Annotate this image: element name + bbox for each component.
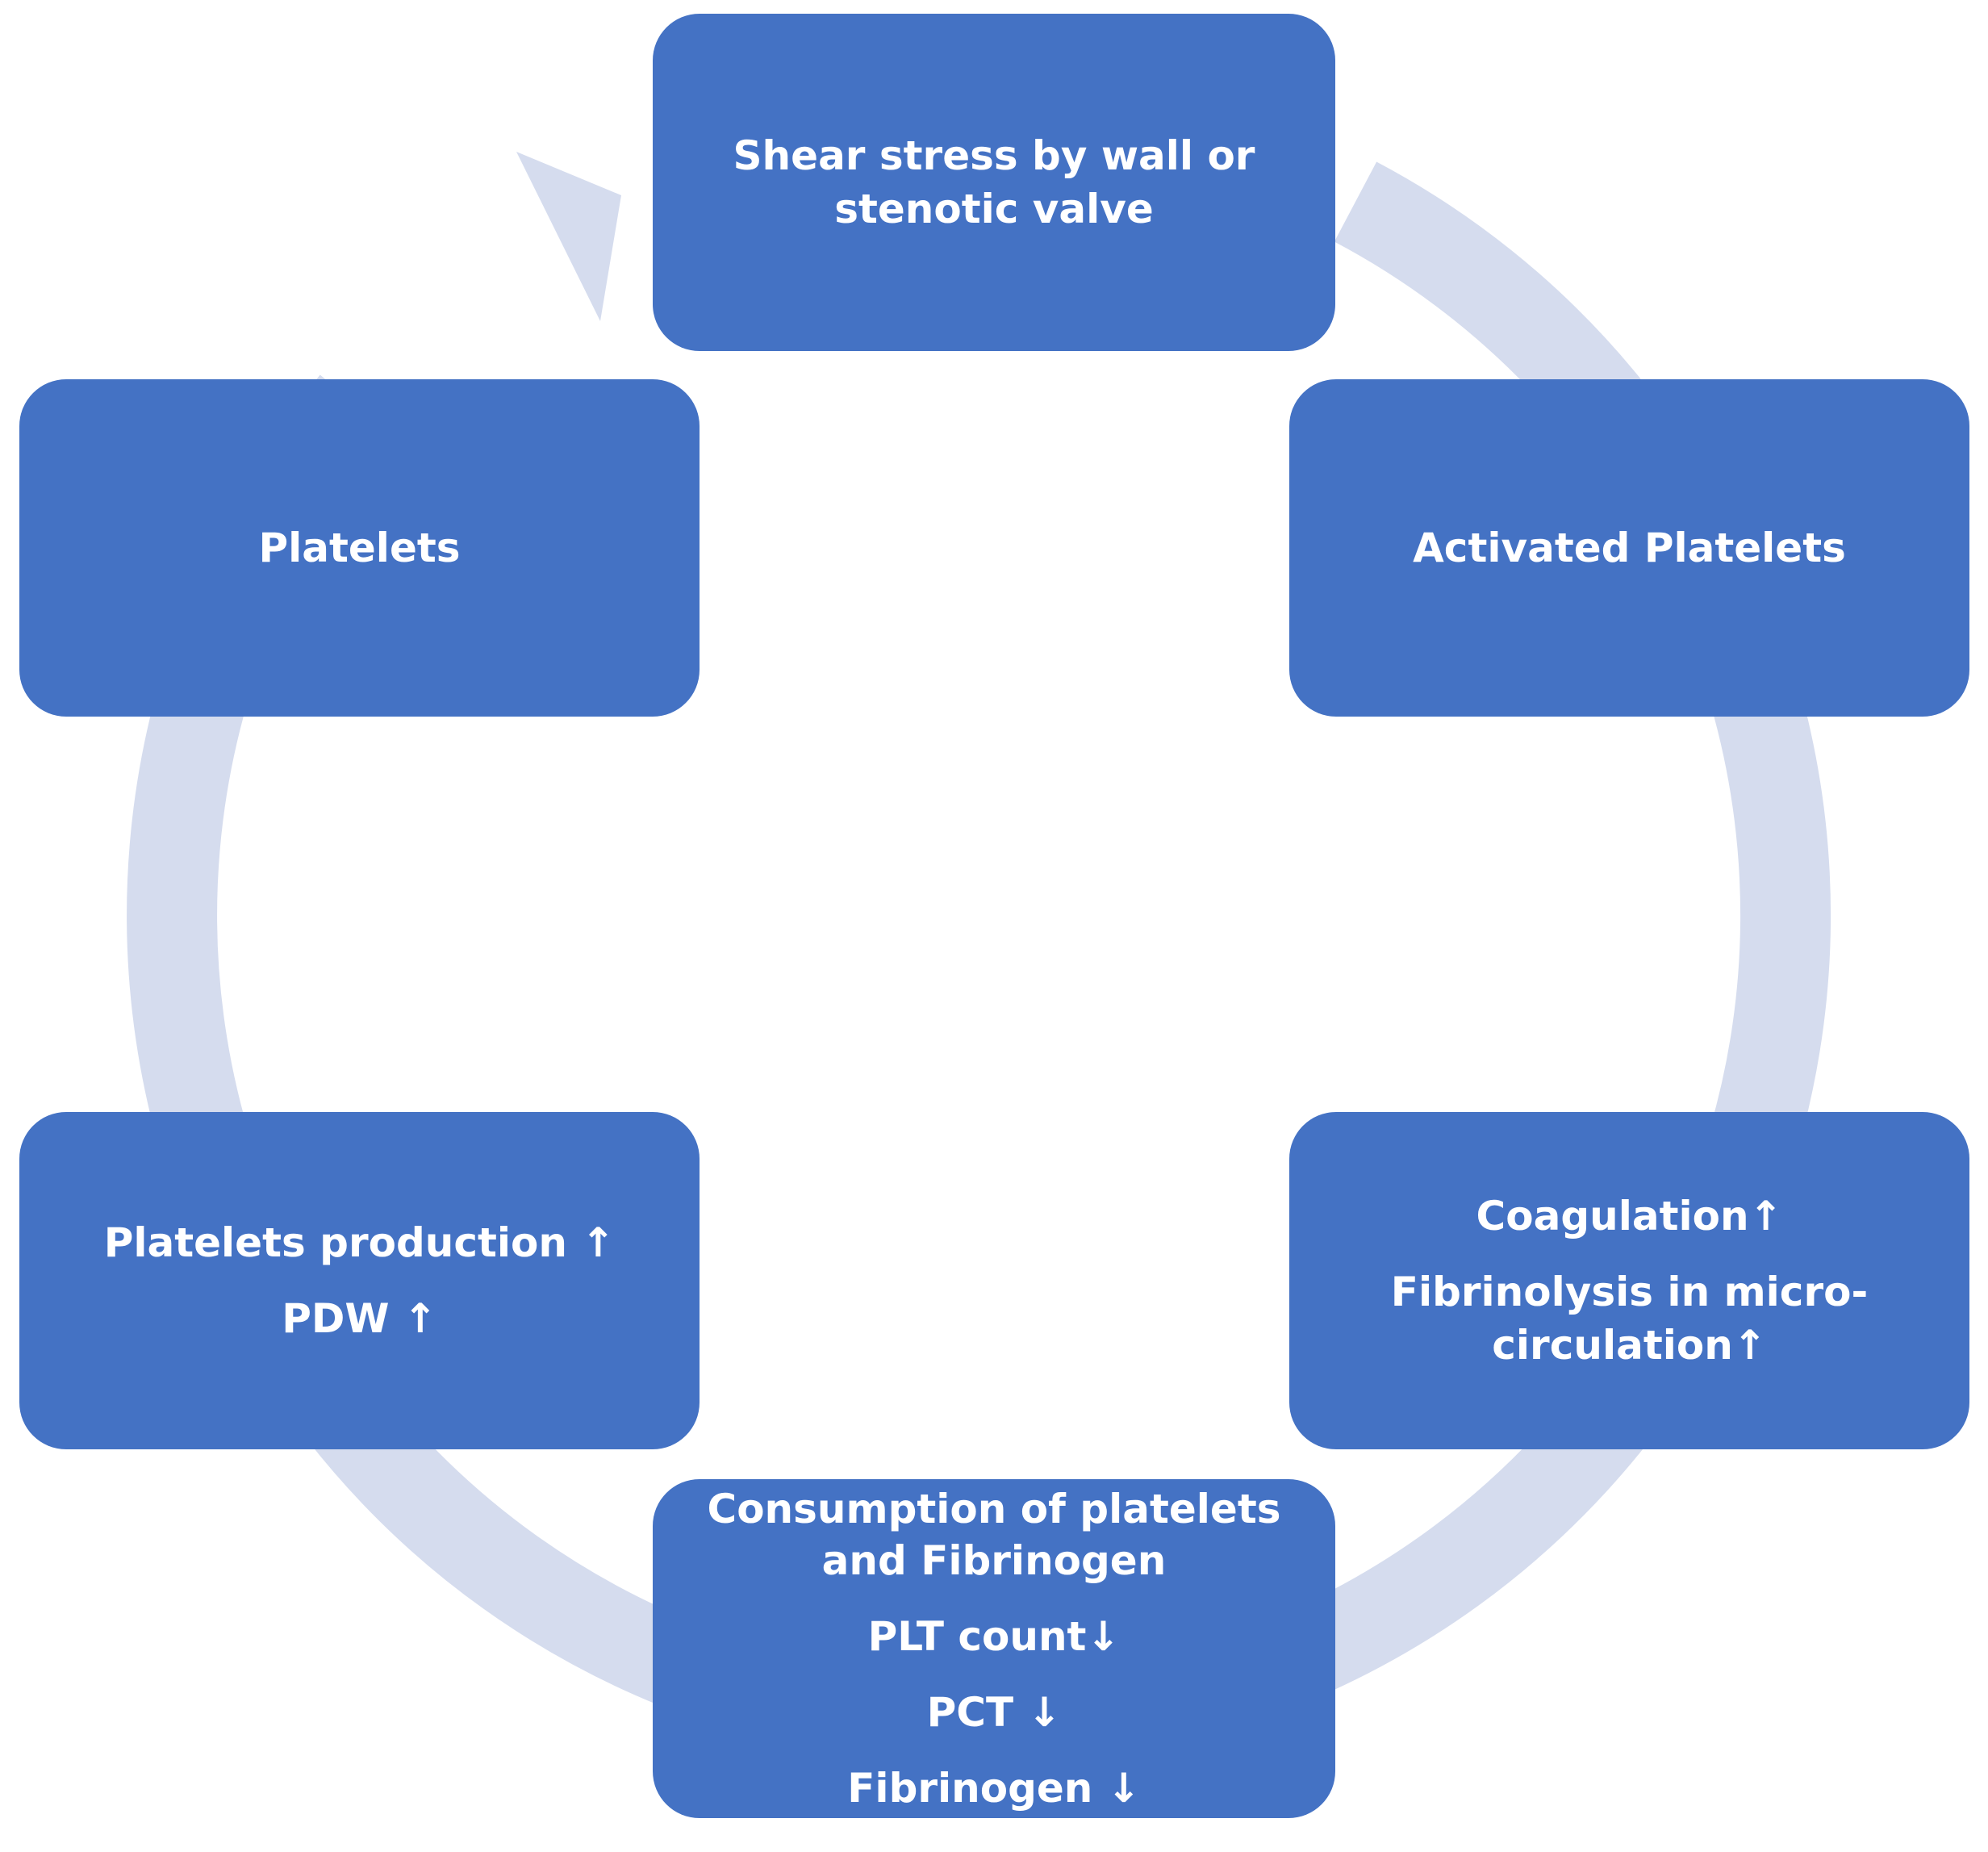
node-shear-stress: Shear stress by wall or stenotic valve bbox=[653, 14, 1335, 351]
node-text-line: and Fibrinogen bbox=[821, 1537, 1167, 1584]
node-consumption: Consumption of platelets and Fibrinogen … bbox=[653, 1479, 1335, 1818]
node-text-line: Fibrinolysis in micro- bbox=[1390, 1269, 1869, 1315]
node-text-line: Shear stress by wall or bbox=[733, 132, 1255, 179]
node-text-line: Fibrinogen ↓ bbox=[847, 1765, 1141, 1812]
node-text-line: PCT ↓ bbox=[926, 1689, 1062, 1736]
node-text-line: Platelets bbox=[258, 525, 461, 571]
node-text-line: PLT count↓ bbox=[867, 1613, 1121, 1660]
node-text-line: Coagulation↑ bbox=[1476, 1193, 1783, 1240]
node-text-line: circulation↑ bbox=[1492, 1322, 1767, 1369]
node-coagulation: Coagulation↑ Fibrinolysis in micro- circ… bbox=[1289, 1112, 1969, 1449]
node-text-line: Consumption of platelets bbox=[707, 1486, 1281, 1532]
node-text-line: PDW ↑ bbox=[282, 1295, 437, 1342]
node-platelets: Platelets bbox=[19, 379, 700, 717]
node-platelets-production: Platelets production ↑ PDW ↑ bbox=[19, 1112, 700, 1449]
node-activated-platelets: Activated Platelets bbox=[1289, 379, 1969, 717]
node-text-line: Platelets production ↑ bbox=[103, 1219, 616, 1266]
node-text-line: stenotic valve bbox=[834, 186, 1154, 232]
node-text-line: Activated Platelets bbox=[1413, 525, 1846, 571]
cycle-arrow-head bbox=[516, 152, 621, 321]
